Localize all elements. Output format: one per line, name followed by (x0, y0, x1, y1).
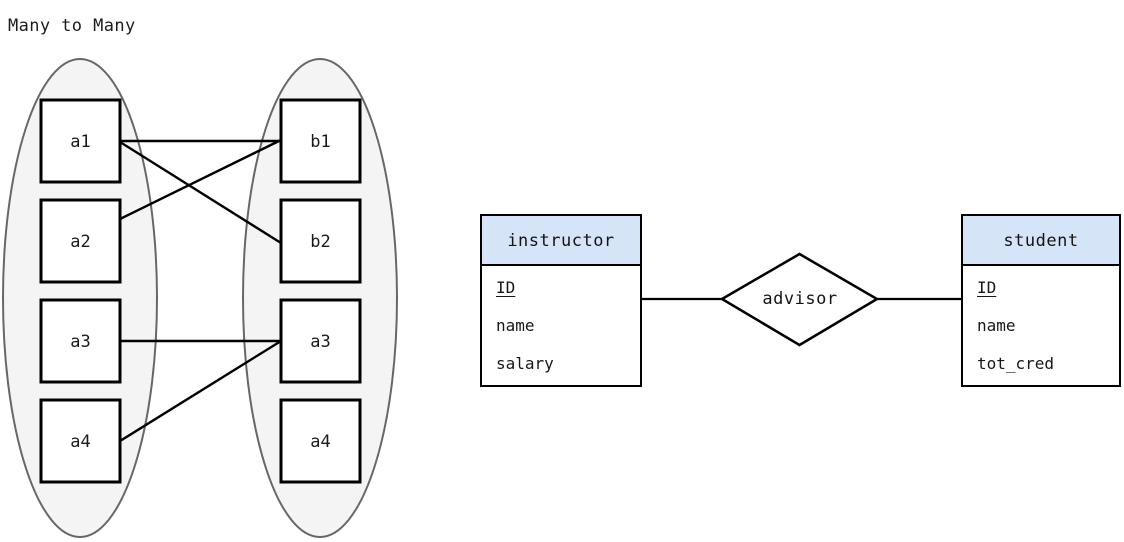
entity-student: student ID name tot_cred (961, 214, 1121, 387)
right-element-2-label: a3 (310, 332, 330, 352)
entity-instructor-attr-name: name (496, 316, 535, 335)
right-element-2: a3 (279, 298, 362, 384)
entity-instructor-attr-salary: salary (496, 354, 554, 373)
connection-a4-a3 (119, 339, 282, 443)
left-element-1-label: a2 (70, 232, 90, 252)
left-element-1: a2 (39, 198, 122, 284)
connection-a2-b1 (119, 138, 282, 221)
entity-instructor: instructor ID name salary (480, 214, 642, 387)
left-element-0-label: a1 (70, 132, 90, 152)
left-element-0: a1 (39, 98, 122, 184)
right-element-3-label: a4 (310, 432, 330, 452)
right-element-3: a4 (279, 398, 362, 484)
left-element-2: a3 (39, 298, 122, 384)
right-element-1: b2 (279, 198, 362, 284)
page-title: Many to Many (8, 16, 136, 36)
right-set-elements: b1 b2 a3 a4 (279, 98, 362, 484)
mapping-connections (119, 138, 282, 443)
connection-a1-b2 (119, 140, 282, 245)
entity-student-attr-name: name (977, 316, 1016, 335)
entity-student-title: student (963, 216, 1119, 266)
advisor-relationship-label: advisor (762, 289, 838, 309)
entity-student-attributes: ID name tot_cred (963, 266, 1119, 385)
right-element-0: b1 (279, 98, 362, 184)
advisor-relationship-diamond (719, 252, 880, 347)
left-set-elements: a1 a2 a3 a4 (39, 98, 122, 484)
left-element-2-label: a3 (70, 332, 90, 352)
entity-student-attr-tot-cred: tot_cred (977, 354, 1055, 373)
entity-instructor-attr-id: ID (496, 278, 516, 297)
left-element-3: a4 (39, 398, 122, 484)
entity-instructor-attributes: ID name salary (482, 266, 640, 385)
right-element-0-label: b1 (310, 132, 330, 152)
entity-student-attr-id: ID (977, 278, 997, 297)
entity-instructor-title: instructor (482, 216, 640, 266)
right-element-1-label: b2 (310, 232, 330, 252)
left-element-3-label: a4 (70, 432, 90, 452)
